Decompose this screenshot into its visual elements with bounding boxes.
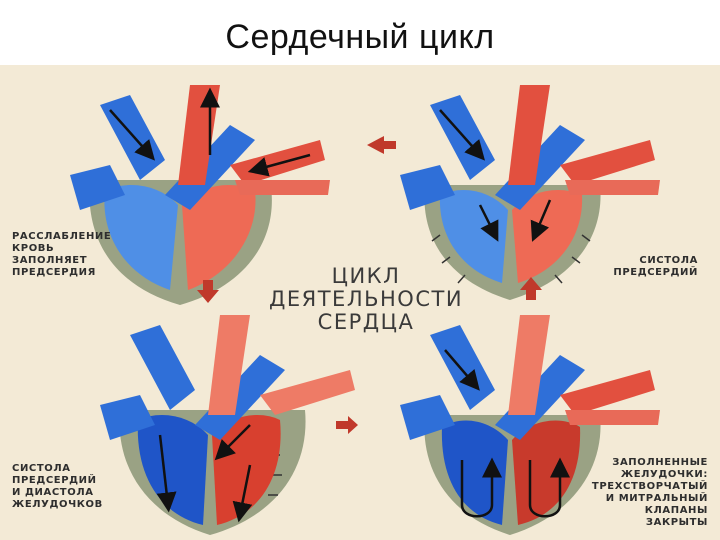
label-ventricular-diastole: СИСТОЛА ПРЕДСЕРДИЙ И ДИАСТОЛА ЖЕЛУДОЧКОВ	[12, 463, 103, 511]
label-atrial-systole: СИСТОЛА ПРЕДСЕРДИЙ	[613, 255, 698, 279]
slide-title: Сердечный цикл	[0, 18, 720, 57]
label-relaxation: РАССЛАБЛЕНИЕ КРОВЬ ЗАПОЛНЯЕТ ПРЕДСЕРДИЯ	[12, 231, 111, 279]
heart-cycle-figure: РАССЛАБЛЕНИЕ КРОВЬ ЗАПОЛНЯЕТ ПРЕДСЕРДИЯ …	[0, 65, 720, 540]
heart-diagram-ventricular-diastole	[100, 315, 355, 535]
cycle-arrow-right	[336, 416, 358, 434]
right-atrium-ventricle	[104, 185, 178, 290]
cycle-arrow-left	[367, 136, 396, 154]
label-valves-closed: ЗАПОЛНЕННЫЕ ЖЕЛУДОЧКИ: ТРЕХСТВОРЧАТЫЙ И …	[592, 457, 708, 529]
diagram-center-title: ЦИКЛ ДЕЯТЕЛЬНОСТИ СЕРДЦА	[232, 265, 500, 334]
